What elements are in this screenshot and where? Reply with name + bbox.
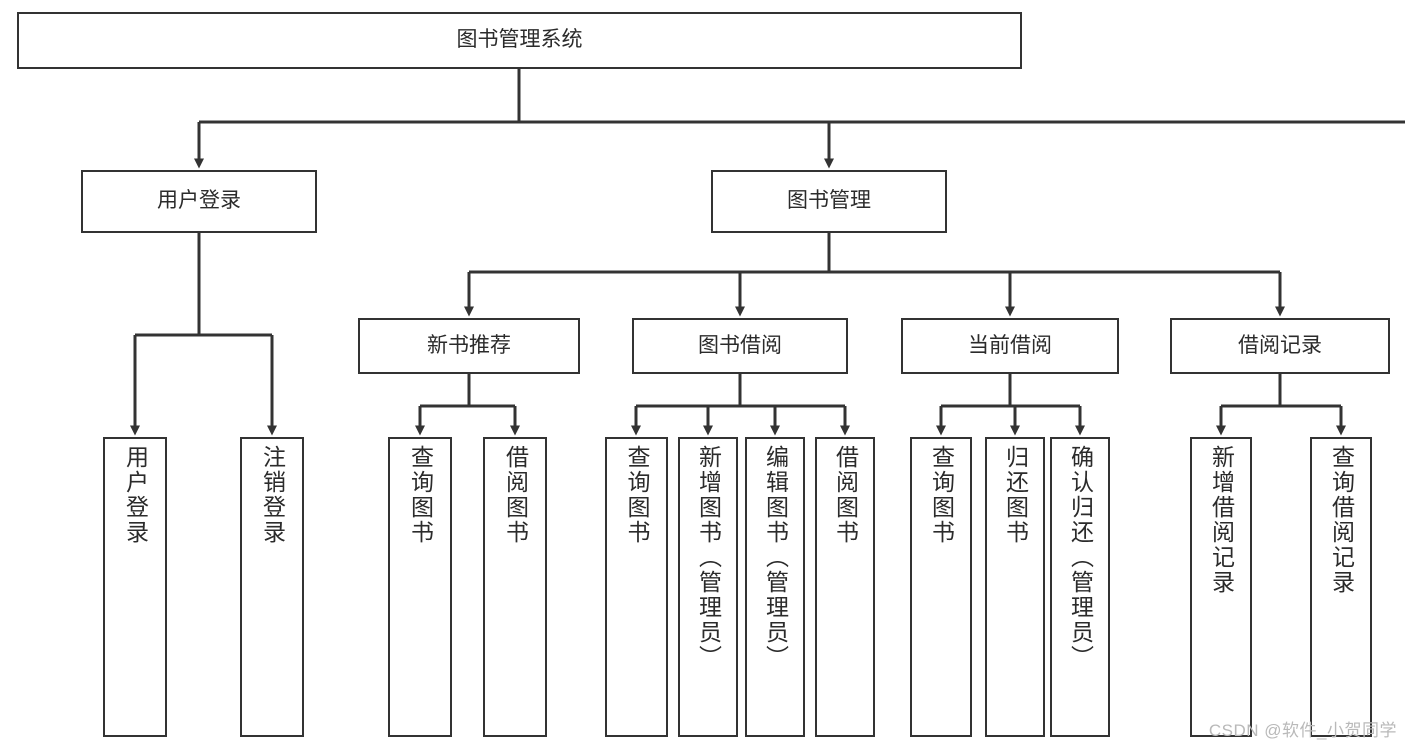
node-leaf-return-book[interactable]: 归还图书	[985, 437, 1045, 737]
node-new-book-rec-label: 新书推荐	[427, 333, 511, 357]
node-book-borrow[interactable]: 图书借阅	[632, 318, 848, 374]
node-leaf-logout-label: 注销登录	[259, 445, 286, 545]
node-leaf-query-book-rec[interactable]: 查询图书	[388, 437, 452, 737]
node-leaf-confirm-return-label: 确认归还（管理员）	[1067, 445, 1094, 670]
node-leaf-confirm-return[interactable]: 确认归还（管理员）	[1050, 437, 1110, 737]
node-leaf-query-book-cur[interactable]: 查询图书	[910, 437, 972, 737]
node-root-label: 图书管理系统	[456, 28, 583, 52]
node-book-manage-label: 图书管理	[787, 189, 871, 213]
node-leaf-query-book-cur-label: 查询图书	[928, 445, 955, 545]
node-leaf-logout[interactable]: 注销登录	[240, 437, 304, 737]
node-new-book-rec[interactable]: 新书推荐	[358, 318, 580, 374]
node-user-login[interactable]: 用户登录	[81, 170, 317, 233]
node-borrow-record-label: 借阅记录	[1238, 333, 1322, 357]
node-leaf-user-login-label: 用户登录	[122, 445, 149, 545]
node-leaf-edit-book[interactable]: 编辑图书（管理员）	[745, 437, 805, 737]
node-book-borrow-label: 图书借阅	[698, 333, 782, 357]
node-user-login-label: 用户登录	[157, 189, 241, 213]
node-current-borrow-label: 当前借阅	[968, 333, 1052, 357]
node-leaf-query-book-rec-label: 查询图书	[407, 445, 434, 545]
node-leaf-user-login[interactable]: 用户登录	[103, 437, 167, 737]
node-leaf-add-record[interactable]: 新增借阅记录	[1190, 437, 1252, 737]
node-leaf-add-book[interactable]: 新增图书（管理员）	[678, 437, 738, 737]
node-root[interactable]: 图书管理系统	[17, 12, 1022, 69]
node-leaf-query-book-label: 查询图书	[624, 445, 650, 545]
node-leaf-add-book-label: 新增图书（管理员）	[695, 445, 722, 670]
node-leaf-add-record-label: 新增借阅记录	[1208, 445, 1235, 595]
node-leaf-query-record[interactable]: 查询借阅记录	[1310, 437, 1372, 737]
node-book-manage[interactable]: 图书管理	[711, 170, 947, 233]
node-leaf-query-book[interactable]: 查询图书	[605, 437, 668, 737]
node-leaf-borrow-book-label: 借阅图书	[832, 445, 859, 545]
node-leaf-query-record-label: 查询借阅记录	[1328, 445, 1355, 595]
node-leaf-edit-book-label: 编辑图书（管理员）	[762, 445, 789, 670]
watermark-text: CSDN @软件_小贺同学	[1208, 721, 1397, 740]
node-leaf-borrow-book[interactable]: 借阅图书	[815, 437, 875, 737]
node-leaf-return-book-label: 归还图书	[1002, 445, 1029, 545]
node-borrow-record[interactable]: 借阅记录	[1170, 318, 1390, 374]
node-leaf-borrow-book-rec[interactable]: 借阅图书	[483, 437, 547, 737]
node-current-borrow[interactable]: 当前借阅	[901, 318, 1119, 374]
node-leaf-borrow-book-rec-label: 借阅图书	[502, 445, 529, 545]
